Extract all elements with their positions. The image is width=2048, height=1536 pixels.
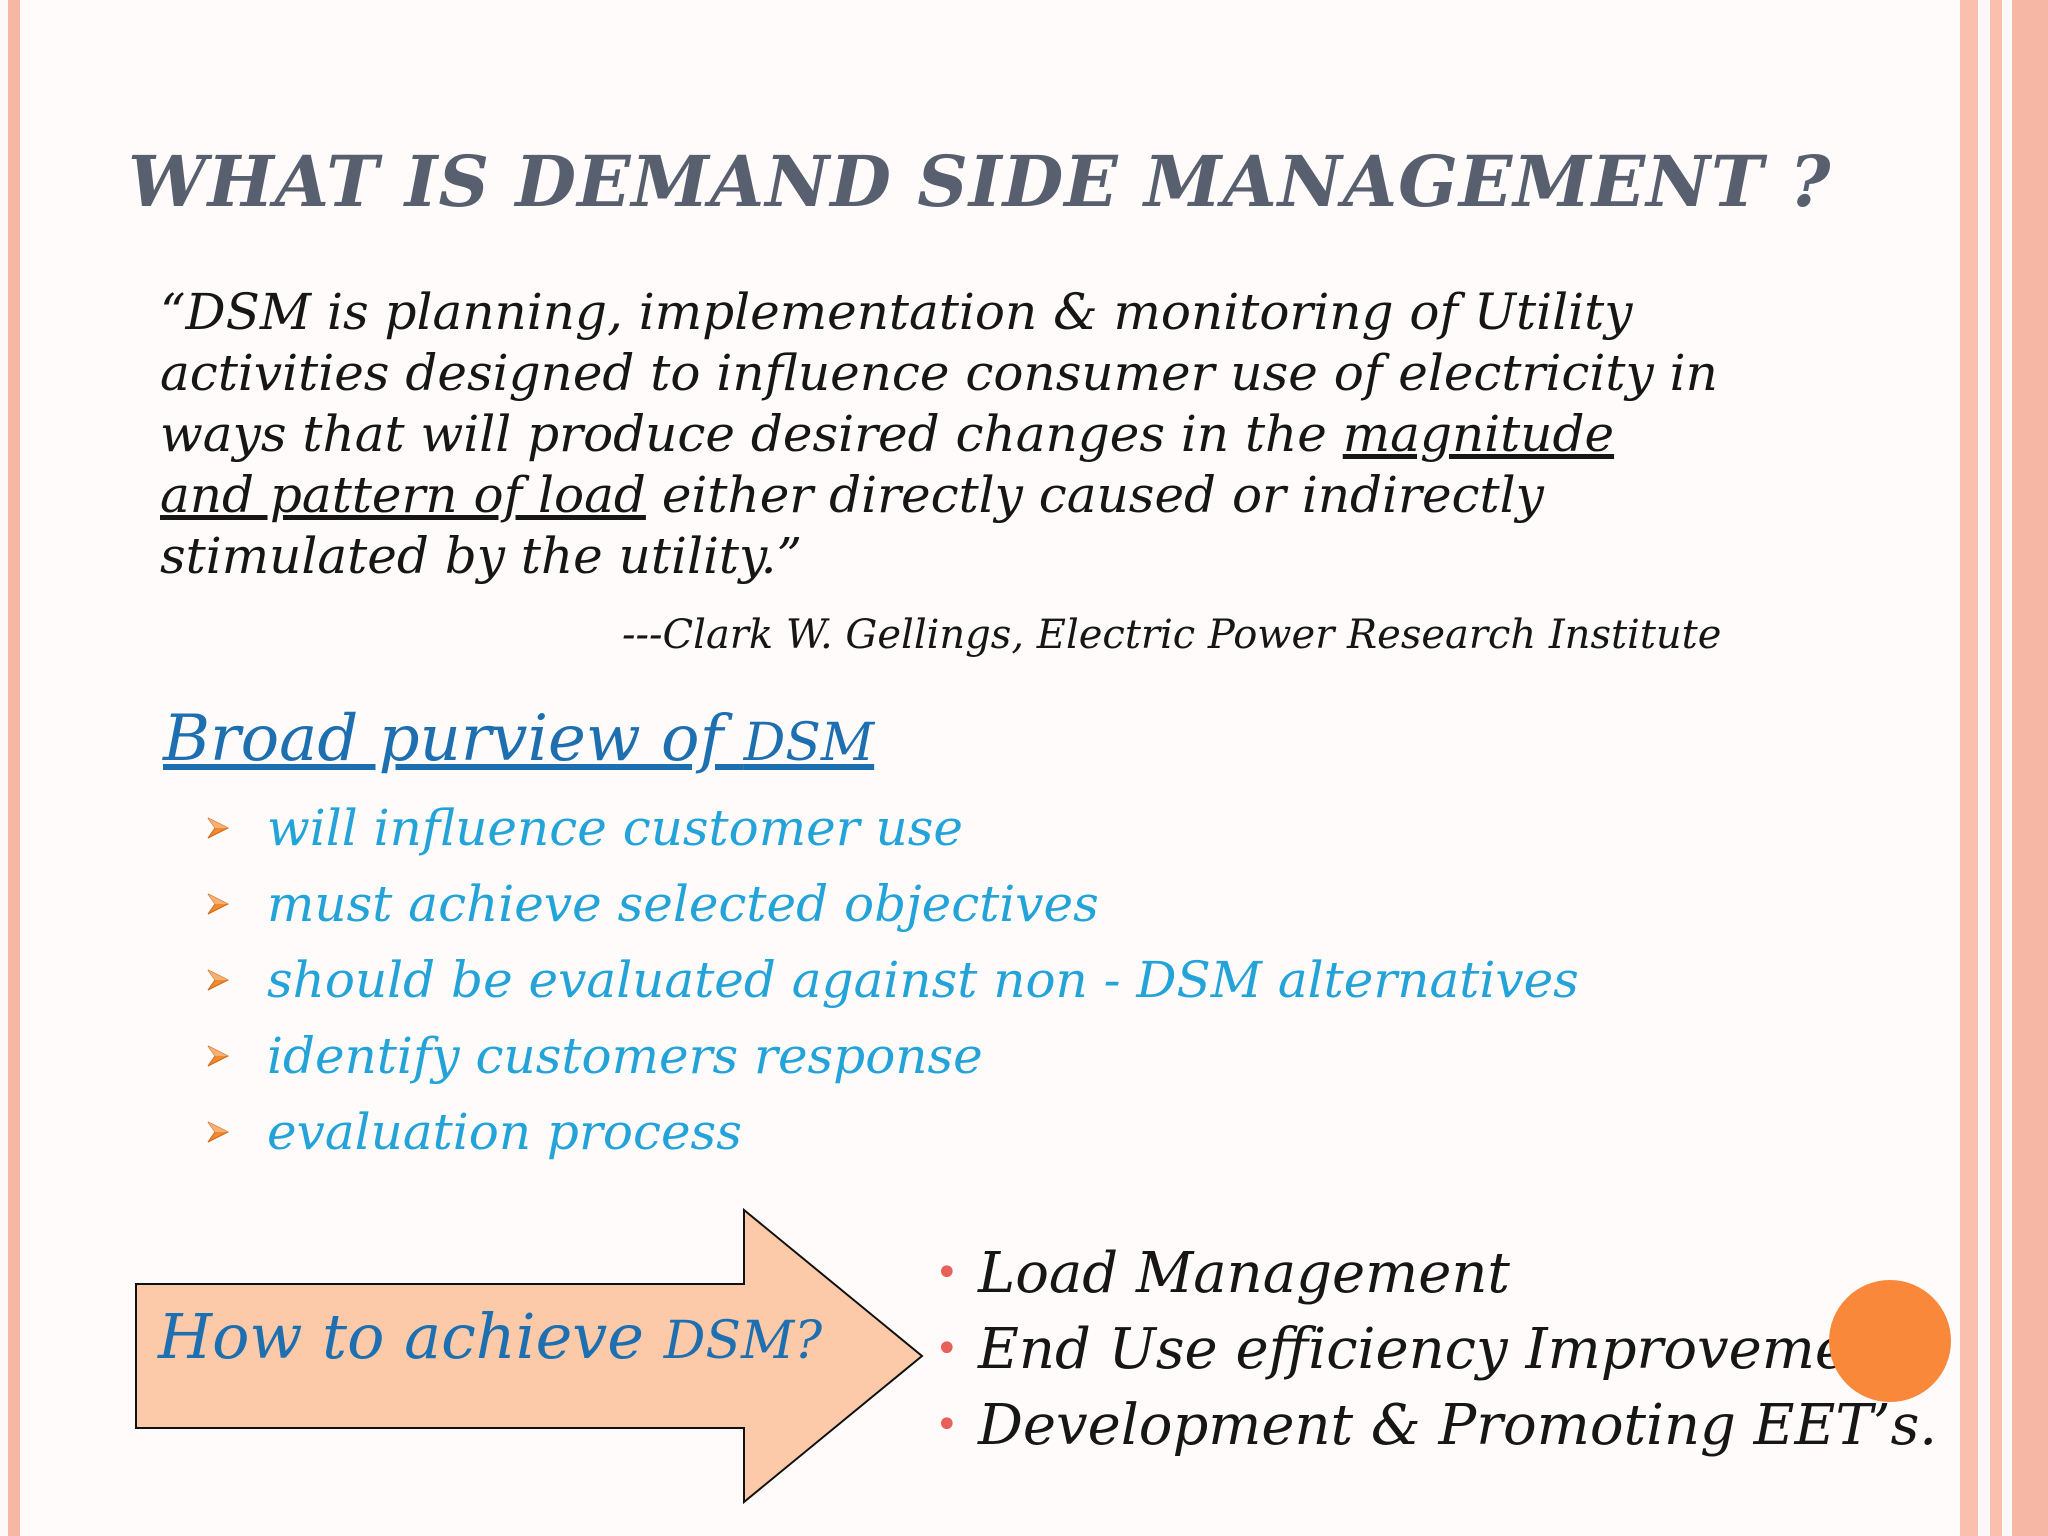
quote-line-3: ways that will produce desired changes i…: [160, 404, 1820, 465]
how-to-achieve-dsm: DSM?: [663, 1311, 823, 1371]
purview-heading-dsm: DSM: [743, 713, 875, 773]
quote-line-4-text: either directly caused or indirectly: [645, 466, 1544, 524]
orange-circle-decoration: [1829, 1280, 1951, 1402]
right-border-stripe-3: [2012, 0, 2048, 1536]
orange-arrowhead-icon: [205, 815, 267, 841]
block-arrow-icon: [135, 1208, 924, 1504]
quote-underline-pattern: and pattern of load: [160, 466, 646, 524]
purview-item-text: evaluation process: [267, 1103, 742, 1161]
how-to-achieve-label: How to achieve DSM?: [158, 1300, 822, 1373]
right-border-stripe-2: [1990, 0, 2002, 1536]
orange-arrowhead-icon: [205, 1043, 267, 1069]
purview-list: will influence customer use must achieve…: [205, 790, 1579, 1170]
quote-line-1: “DSM is planning, implementation & monit…: [160, 283, 1633, 341]
method-item-text: Development & Promoting EET’s.: [978, 1392, 1938, 1458]
purview-item-text: will influence customer use: [267, 799, 963, 857]
purview-heading: Broad purview of DSM: [163, 702, 874, 776]
purview-item: should be evaluated against non - DSM al…: [205, 942, 1579, 1018]
purview-item: must achieve selected objectives: [205, 866, 1579, 942]
purview-heading-text: Broad purview of: [163, 702, 744, 776]
red-dot-icon: •: [935, 1250, 959, 1296]
purview-item: identify customers response: [205, 1018, 1579, 1094]
purview-item-text: should be evaluated against non - DSM al…: [267, 951, 1579, 1009]
purview-item: will influence customer use: [205, 790, 1579, 866]
definition-quote: “DSM is planning, implementation & monit…: [160, 282, 1820, 587]
quote-line-5: stimulated by the utility.”: [160, 527, 803, 585]
method-item: • Development & Promoting EET’s.: [935, 1387, 1937, 1463]
right-border-stripe-1: [1960, 0, 1978, 1536]
quote-line-3-text: ways that will produce desired changes i…: [160, 405, 1343, 463]
quote-underline-magnitude: magnitude: [1342, 405, 1615, 463]
how-to-achieve-text: How to achieve: [158, 1300, 664, 1373]
purview-item: evaluation process: [205, 1094, 1579, 1170]
purview-item-text: identify customers response: [267, 1027, 983, 1085]
method-item: • End Use efficiency Improvement: [935, 1311, 1937, 1387]
methods-list: • Load Management • End Use efficiency Imp…: [935, 1235, 1937, 1463]
left-border-stripe: [8, 0, 20, 1536]
red-dot-icon: •: [935, 1402, 959, 1448]
orange-arrowhead-icon: [205, 1119, 267, 1145]
slide-background: [20, 0, 1960, 1536]
orange-arrowhead-icon: [205, 891, 267, 917]
method-item: • Load Management: [935, 1235, 1937, 1311]
quote-line-4: and pattern of load either directly caus…: [160, 465, 1820, 526]
method-item-text: Load Management: [978, 1240, 1510, 1306]
orange-arrowhead-icon: [205, 967, 267, 993]
quote-attribution: ---Clark W. Gellings, Electric Power Res…: [622, 612, 1722, 658]
quote-line-2: activities designed to influence consume…: [160, 344, 1718, 402]
slide-title: WHAT IS DEMAND SIDE MANAGEMENT ?: [128, 140, 1832, 223]
purview-item-text: must achieve selected objectives: [267, 875, 1099, 933]
red-dot-icon: •: [935, 1326, 959, 1372]
method-item-text: End Use efficiency Improvement: [978, 1316, 1907, 1382]
